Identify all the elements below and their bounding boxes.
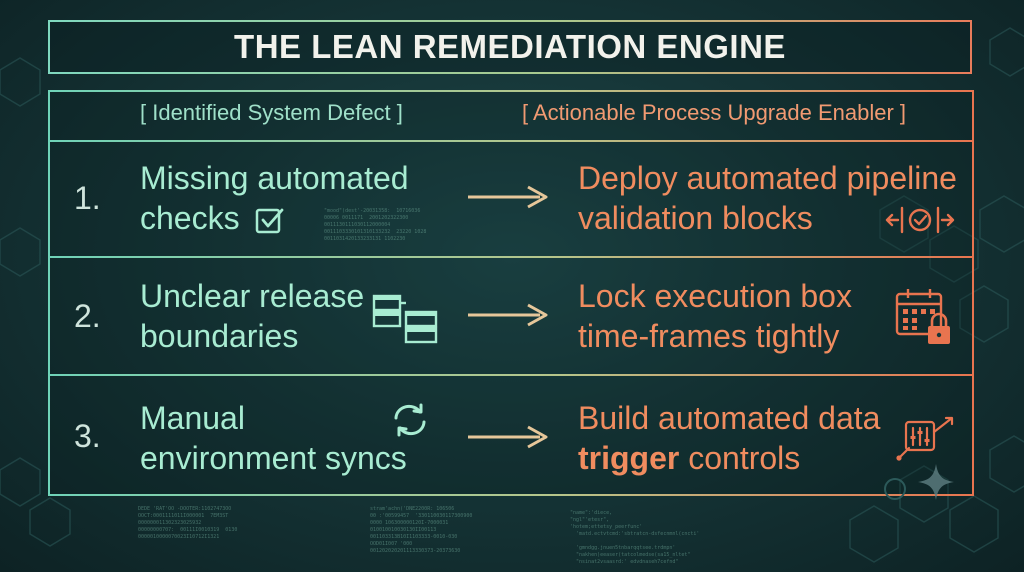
calendar-lock-icon: [895, 289, 950, 344]
sparkle-icon: [918, 464, 954, 500]
enabler-line: validation blocks: [578, 200, 813, 236]
page-title: THE LEAN REMEDIATION ENGINE: [234, 28, 786, 65]
enabler-text: Build automated data trigger controls: [578, 398, 880, 478]
sync-icon: [394, 403, 426, 437]
row-divider: [48, 256, 974, 258]
defect-line: environment syncs: [140, 440, 407, 476]
defect-text: Manual environment syncs: [140, 398, 407, 478]
enabler-line: trigger controls: [578, 438, 880, 478]
row-number: 2.: [74, 298, 101, 334]
enabler-text: Lock execution box time-frames tightly: [578, 276, 852, 356]
defect-line: checks: [140, 200, 240, 236]
trigger-emphasis: trigger: [578, 440, 680, 476]
decorative-code: "name":'diece, "ngl"'etesr", 'hotem;ette…: [570, 510, 700, 565]
automation-trigger-icon: [896, 416, 954, 461]
decorative-code: DEDE 'RAT'OO -DOOTER:11027473OO OOCT:000…: [138, 506, 238, 540]
defect-line: Missing automated: [140, 160, 409, 196]
enabler-line: time-frames tightly: [578, 318, 840, 354]
enabler-line: Deploy automated pipeline: [578, 160, 957, 196]
row-number: 1.: [74, 180, 101, 216]
arrow-icon: [468, 185, 548, 209]
pipeline-validation-icon: [885, 206, 955, 234]
decorative-code: "mood"(dest'-20031358: 10716036 00006 00…: [324, 208, 427, 242]
circle-decoration-icon: [884, 478, 906, 500]
defect-text: Missing automated checks: [140, 158, 409, 238]
column-header-enabler: [ Actionable Process Upgrade Enabler ]: [522, 100, 907, 125]
remediation-table: [48, 90, 974, 496]
defect-line: Unclear release: [140, 278, 365, 314]
enabler-line-rest: controls: [679, 440, 801, 476]
enabler-text: Deploy automated pipeline validation blo…: [578, 158, 957, 238]
row-divider: [48, 374, 974, 376]
enabler-line: Build automated data: [578, 400, 881, 436]
column-header-defect: [ Identified System Defect ]: [140, 100, 403, 125]
decorative-code: stram'achn('DNE2200R: 106506 00 :'005994…: [370, 506, 473, 554]
arrow-icon: [468, 425, 548, 449]
boundary-blocks-icon: [372, 294, 438, 344]
row-number: 3.: [74, 418, 101, 454]
enabler-line: Lock execution box: [578, 278, 852, 314]
title-banner: THE LEAN REMEDIATION ENGINE: [48, 20, 972, 74]
defect-line: Manual: [140, 400, 245, 436]
defect-text: Unclear release boundaries: [140, 276, 364, 356]
arrow-icon: [468, 303, 548, 327]
checkbox-icon: [255, 208, 284, 234]
defect-line: boundaries: [140, 318, 299, 354]
row-divider: [48, 140, 974, 142]
